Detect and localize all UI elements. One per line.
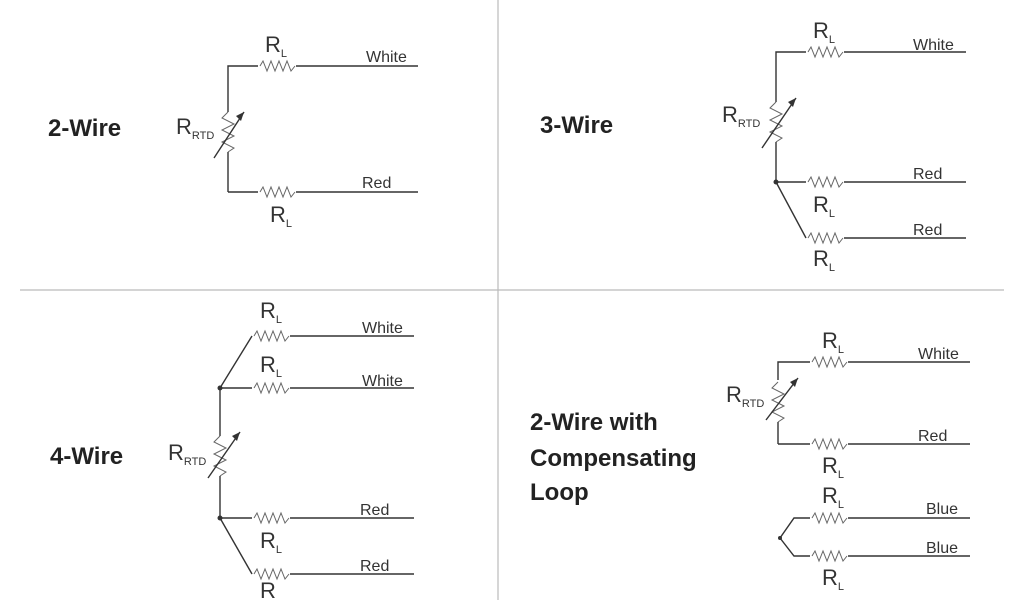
wire-label-white: White: [918, 346, 959, 363]
rtd-element: [213, 435, 227, 477]
panel-heading-line: Compensating: [530, 445, 697, 472]
resistor-label: RL: [822, 328, 844, 356]
rtd-arrow-head: [790, 378, 798, 387]
resistor-label: RL: [260, 528, 282, 556]
wire-label-blue: Blue: [926, 540, 958, 557]
lead-resistor: [253, 512, 290, 524]
rtd-element: [221, 111, 235, 153]
wire-label-red: Red: [360, 502, 389, 519]
wire: [227, 65, 258, 100]
lead-resistor: [253, 382, 290, 394]
panel-four-wire: 4-Wire RL White RL White RRTD RL Red R: [50, 298, 414, 600]
panel-heading-line: Loop: [530, 479, 589, 506]
rtd-arrow-head: [788, 98, 796, 107]
rtd-arrow: [213, 111, 245, 159]
wire-label-white: White: [366, 49, 407, 66]
wire-label-white: White: [362, 373, 403, 390]
rtd-arrow-head: [232, 432, 240, 441]
resistor-label: RL: [822, 453, 844, 481]
panel-heading-line: 2-Wire with: [530, 409, 658, 436]
resistor-label: R: [260, 578, 276, 600]
wire: [775, 181, 807, 239]
wire-label-red: Red: [913, 166, 942, 183]
wire-label-blue: Blue: [926, 501, 958, 518]
panel-two-wire: 2-Wire RL White RRTD RL Red: [48, 32, 418, 230]
lead-resistor: [807, 46, 844, 58]
wire-label-red: Red: [362, 175, 391, 192]
panel-heading: 2-Wire: [48, 115, 121, 142]
lead-resistor: [259, 186, 296, 198]
resistor-label: RL: [260, 352, 282, 380]
lead-resistor: [807, 232, 844, 244]
wire: [775, 51, 806, 96]
resistor-label: RL: [265, 32, 287, 60]
rtd-label: RRTD: [176, 114, 214, 142]
rtd-label: RRTD: [168, 440, 206, 468]
resistor-label: RL: [822, 483, 844, 511]
resistor-label: RL: [813, 18, 835, 46]
rtd-arrow-head: [236, 112, 244, 121]
rtd-element: [771, 381, 785, 423]
wire-label-white: White: [913, 37, 954, 54]
panel-three-wire: 3-Wire RL White RRTD RL Red RL Red: [540, 18, 966, 274]
lead-resistor: [811, 438, 848, 450]
wire-label-white: White: [362, 320, 403, 337]
rtd-arrow: [765, 377, 799, 421]
junction-dot: [778, 536, 782, 540]
wire-label-red: Red: [360, 558, 389, 575]
resistor-label: RL: [813, 192, 835, 220]
panel-compensating-loop: 2-Wire with Compensating Loop RL White R…: [530, 328, 970, 593]
wire: [219, 335, 253, 389]
lead-resistor: [811, 512, 848, 524]
lead-resistor: [811, 356, 848, 368]
rtd-label: RRTD: [722, 102, 760, 130]
rtd-arrow: [207, 431, 241, 479]
lead-resistor: [259, 60, 296, 72]
rtd-arrow: [761, 97, 797, 149]
rtd-label: RRTD: [726, 382, 764, 410]
wire: [219, 517, 253, 575]
panel-heading: 3-Wire: [540, 112, 613, 139]
resistor-label: RL: [822, 565, 844, 593]
wire-label-red: Red: [918, 428, 947, 445]
resistor-label: RL: [270, 202, 292, 230]
wire: [777, 361, 810, 380]
lead-resistor: [253, 330, 290, 342]
resistor-label: RL: [260, 298, 282, 326]
resistor-label: RL: [813, 246, 835, 274]
lead-resistor: [811, 550, 848, 562]
compensating-loop-wire: [779, 517, 810, 557]
lead-resistor: [807, 176, 844, 188]
panel-heading: 4-Wire: [50, 443, 123, 470]
wire-label-red: Red: [913, 222, 942, 239]
